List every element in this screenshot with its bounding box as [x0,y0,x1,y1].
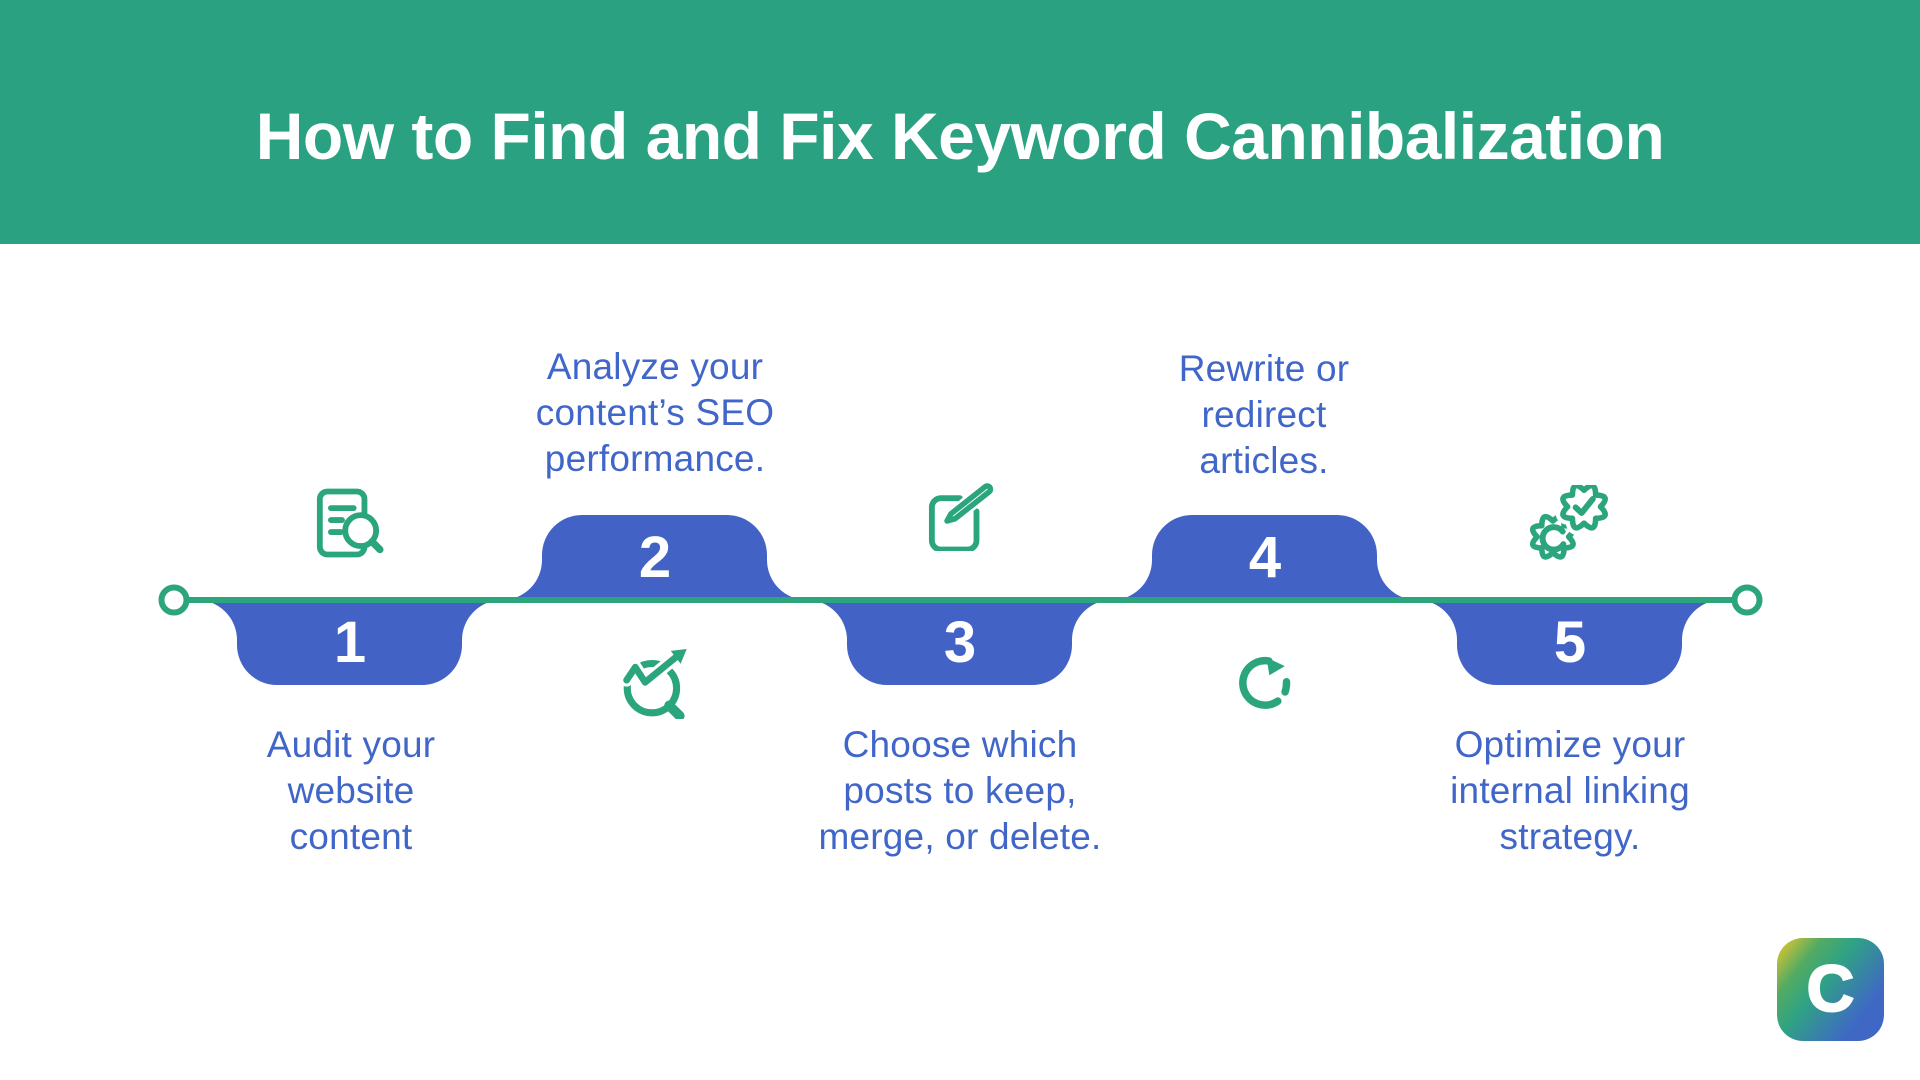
step-3-label: Choose which posts to keep, merge, or de… [818,724,1102,857]
timeline-start-dot [158,584,190,616]
step-3-number: 3 [943,609,977,675]
step-4-tab [1112,515,1417,600]
step-5-tab [1417,600,1722,685]
gears-check-icon [1529,485,1611,560]
step-1-label: Audit your website content [266,724,436,857]
document-search-icon [316,488,384,558]
chart-search-icon [620,649,687,719]
step-5-label: Optimize your internal linking strategy. [1450,724,1690,857]
step-4-label: Rewrite or redirect articles. [1178,348,1350,481]
page-title: How to Find and Fix Keyword Cannibalizat… [255,99,1665,173]
logo-letter: C [1806,950,1856,1026]
step-2-label: Analyze your content’s SEO performance. [535,346,775,479]
logo-badge: C [1777,938,1884,1041]
step-1-tab [197,600,502,685]
timeline-end-dot [1731,584,1763,616]
step-3-tab [807,600,1112,685]
step-4-number: 4 [1248,524,1282,590]
step-1-number: 1 [333,609,367,675]
step-2-tab [502,515,807,600]
edit-pencil-icon [928,481,994,551]
refresh-redirect-icon [1239,656,1291,709]
header-banner: How to Find and Fix Keyword Cannibalizat… [0,0,1920,244]
step-5-number: 5 [1553,609,1587,675]
step-2-number: 2 [638,524,672,590]
